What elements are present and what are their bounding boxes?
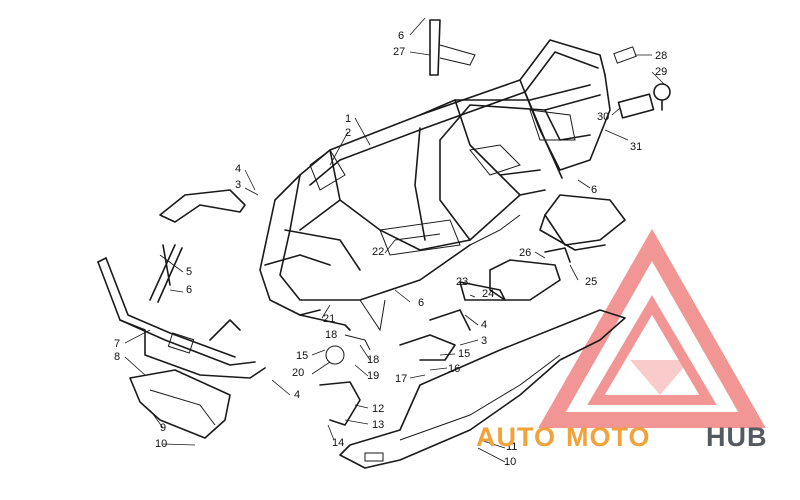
callout-31: 31 [630, 141, 642, 153]
callout-1: 1 [345, 113, 351, 125]
callout-4c: 4 [481, 319, 487, 331]
callout-20: 20 [292, 367, 304, 379]
watermark-auto: AUTO [476, 422, 556, 452]
callout-18a: 18 [325, 329, 337, 341]
callout-23: 23 [456, 276, 468, 288]
callout-12: 12 [372, 403, 384, 415]
callout-3b: 3 [481, 335, 487, 347]
foot-rest [489, 247, 571, 301]
floor-pan [339, 309, 626, 469]
callout-28: 28 [655, 50, 667, 62]
callout-5: 5 [186, 266, 192, 278]
watermark-moto: MOTO [566, 422, 651, 452]
rear-bracket [539, 194, 626, 251]
leader-lines [124, 17, 666, 463]
callout-6b: 6 [418, 297, 424, 309]
callout-17: 17 [395, 373, 407, 385]
callout-10b: 10 [504, 456, 516, 468]
callout-15b: 15 [458, 348, 470, 360]
callout-4a: 4 [235, 163, 241, 175]
callout-10a: 10 [155, 438, 167, 450]
callout-13: 13 [372, 419, 384, 431]
callout-21: 21 [323, 313, 335, 325]
callout-2: 2 [345, 127, 351, 139]
callout-27: 27 [393, 46, 405, 58]
callout-30: 30 [597, 111, 609, 123]
callout-24: 24 [482, 288, 494, 300]
callout-14: 14 [332, 437, 344, 449]
mid-brackets [162, 244, 506, 426]
callout-29: 29 [655, 66, 667, 78]
watermark-text: AUTO MOTO HUB [476, 422, 768, 452]
trailer-hitch [613, 46, 671, 119]
front-bumper [97, 244, 266, 379]
main-frame [259, 39, 611, 332]
callout-6d: 6 [398, 30, 404, 42]
triangle-logo-icon [538, 228, 766, 428]
callout-8: 8 [114, 351, 120, 363]
front-skid-plate [129, 369, 231, 439]
callout-9: 9 [160, 422, 166, 434]
callout-25: 25 [585, 276, 597, 288]
side-strut [429, 19, 476, 76]
callout-6a: 6 [186, 284, 192, 296]
callout-16: 16 [448, 363, 460, 375]
callout-11: 11 [506, 441, 517, 453]
watermark-hub: HUB [706, 422, 768, 452]
callout-4b: 4 [294, 389, 300, 401]
callout-numbers: 1 2 4 3 5 6 7 8 4 9 10 21 22 6 4 3 15 16… [114, 30, 667, 468]
front-bracket [159, 189, 246, 223]
callout-3a: 3 [235, 179, 241, 191]
callout-18b: 18 [367, 354, 379, 366]
callout-15a: 15 [296, 350, 308, 362]
callout-26: 26 [519, 247, 531, 259]
callout-6c: 6 [591, 184, 597, 196]
callout-22: 22 [372, 246, 384, 258]
callout-19: 19 [367, 370, 379, 382]
callout-7: 7 [114, 338, 120, 350]
